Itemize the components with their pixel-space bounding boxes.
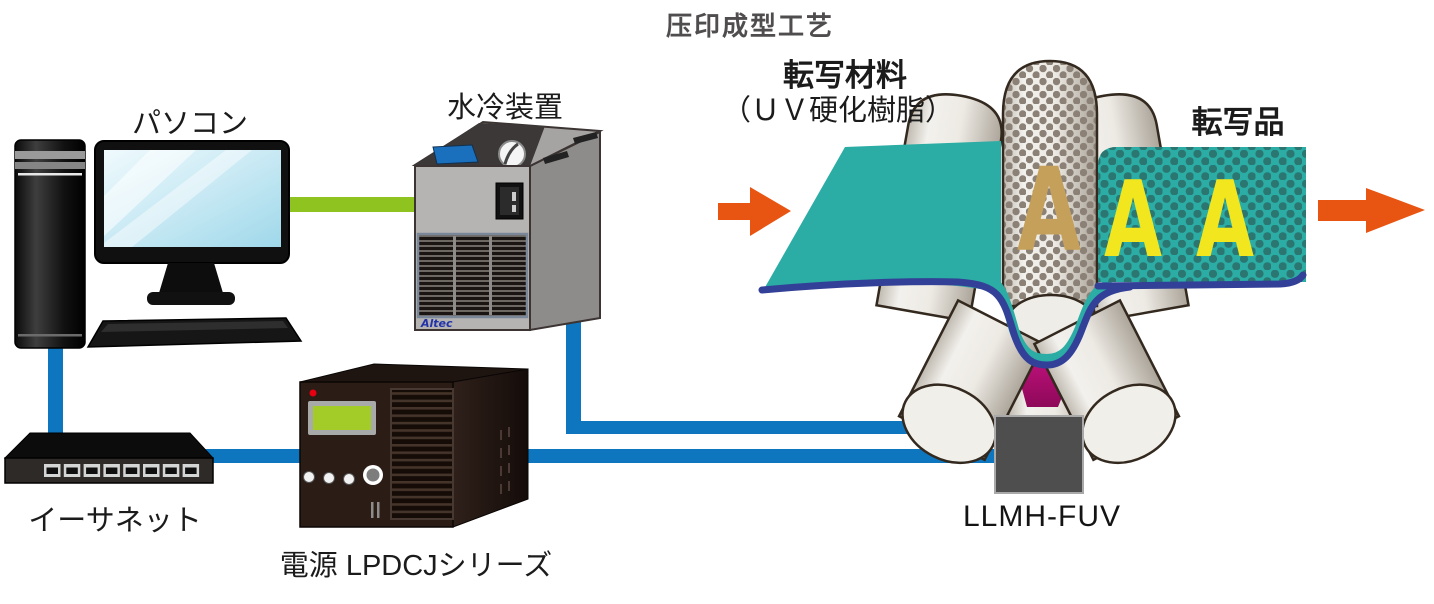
label-uv-resin: （ＵＶ硬化樹脂） xyxy=(721,95,955,127)
film-base-edge xyxy=(758,278,1134,369)
power-led xyxy=(309,389,317,397)
ethernet-ports xyxy=(44,464,200,477)
psu-to-uvunit-cable xyxy=(526,449,998,463)
pc-to-ethernet-cable xyxy=(48,340,63,440)
label-pc: パソコン xyxy=(131,108,249,140)
cooler-top-slot xyxy=(573,132,598,144)
transfer-material-sheet xyxy=(764,141,1001,293)
water-cooler: Altec xyxy=(411,120,604,332)
control-knob xyxy=(343,473,355,485)
printed-letter: A xyxy=(1196,159,1254,281)
cables xyxy=(48,197,998,463)
bottom-left-roller xyxy=(897,298,1046,465)
cooler-brand-logo: Altec xyxy=(420,317,453,330)
tower-drive-bay xyxy=(15,151,85,159)
cooler-control-panel xyxy=(415,123,545,166)
outflow-arrow-icon xyxy=(1318,188,1425,233)
pc-keyboard xyxy=(86,317,303,348)
pc-monitor xyxy=(94,140,290,305)
cooler-display xyxy=(432,144,479,165)
psu-vent-grille xyxy=(390,388,454,520)
label-power-supply: 電源 LPDCJシリーズ xyxy=(279,550,553,582)
mold-letter: A xyxy=(1017,144,1081,278)
cooler-vent xyxy=(416,232,529,319)
label-water-cooler: 水冷装置 xyxy=(446,92,564,124)
tower-drive-bay xyxy=(15,162,85,169)
uv-unit-base xyxy=(994,415,1084,494)
ethernet-switch xyxy=(3,432,215,484)
cooler-top-slot xyxy=(543,151,569,164)
inflow-arrow-icon xyxy=(718,187,791,236)
printed-letter: A xyxy=(1104,159,1162,281)
ethernet-to-psu-cable xyxy=(200,449,305,463)
pc-tower xyxy=(14,139,86,349)
label-ethernet: イーサネット xyxy=(28,505,202,537)
psu-side-vents xyxy=(500,427,510,494)
cooler-to-uvunit-cable xyxy=(566,421,998,434)
label-transfer-material: 転写材料 xyxy=(783,58,907,93)
power-supply-unit xyxy=(299,363,529,528)
cooler-cap xyxy=(498,140,526,168)
cooler-down-cable xyxy=(566,300,581,428)
control-knob xyxy=(323,472,335,484)
diagram-title: 压印成型工艺 xyxy=(665,12,835,41)
transfer-product-film: A A xyxy=(1094,147,1307,290)
imprint-mechanism: A A A xyxy=(718,59,1425,494)
mold-roller: A xyxy=(1001,59,1099,308)
lcd-display xyxy=(313,406,371,430)
monitor-base xyxy=(147,292,235,305)
label-transfer-product: 転写品 xyxy=(1191,105,1285,140)
monitor-stand xyxy=(159,263,223,293)
pc-to-cooler-cable xyxy=(288,197,416,212)
control-knob xyxy=(303,471,315,483)
label-uv-unit-model: LLMH-FUV xyxy=(962,500,1122,533)
